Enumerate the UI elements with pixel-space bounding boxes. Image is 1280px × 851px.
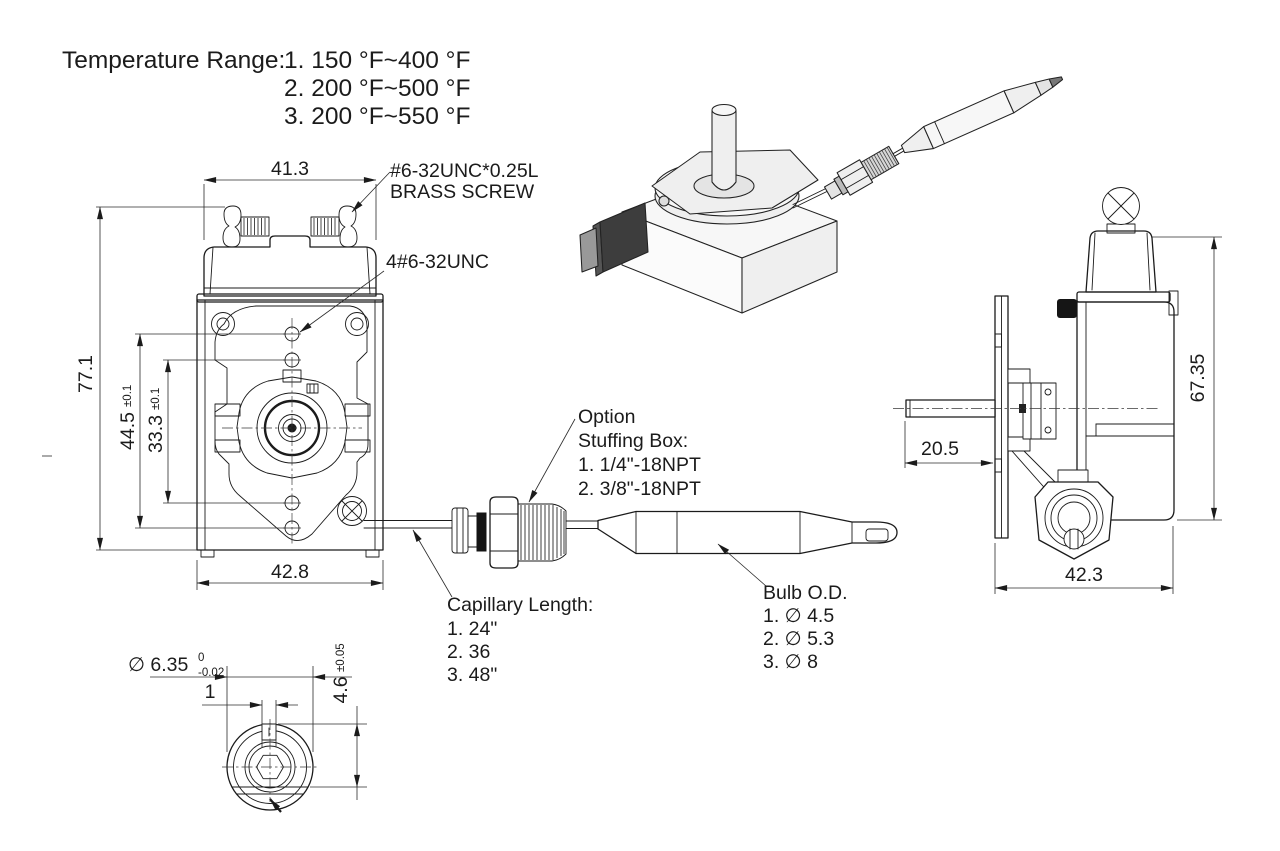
capillary-assembly xyxy=(363,496,898,569)
dimensions-layer: 41.3 77.1 44.5 ±0.1 33.3 ±0.1 42.8 xyxy=(42,158,1222,800)
svg-text:2. 3/8"-18NPT: 2. 3/8"-18NPT xyxy=(578,478,701,500)
capillary-length-note: Capillary Length: 1. 24" 2. 36 3. 48" xyxy=(447,594,593,686)
svg-text:±0.1: ±0.1 xyxy=(122,385,134,407)
temperature-range-item-2: 2. 200 °F~500 °F xyxy=(284,75,470,102)
temperature-range-item-1: 1. 150 °F~400 °F xyxy=(284,47,470,74)
side-terminal-block xyxy=(1085,230,1157,293)
svg-text:1. 1/4"-18NPT: 1. 1/4"-18NPT xyxy=(578,454,701,476)
isometric-view xyxy=(579,76,1064,314)
adjustment-stop xyxy=(1057,299,1077,318)
svg-text:1. 24": 1. 24" xyxy=(447,618,497,640)
svg-text:3. ∅ 8: 3. ∅ 8 xyxy=(763,651,818,673)
side-view xyxy=(893,187,1179,560)
terminal-block xyxy=(203,235,377,297)
dim-keyway-width: 1 xyxy=(205,681,216,703)
dim-shaft-flat: 4.6 ±0.05 xyxy=(330,643,352,703)
svg-text:2. 36: 2. 36 xyxy=(447,641,490,663)
shaft-center xyxy=(287,423,297,433)
dim-side-width: 42.3 xyxy=(1065,564,1103,586)
svg-text:3. 48": 3. 48" xyxy=(447,664,497,686)
dim-hole-span-inner: 33.3 ±0.1 xyxy=(145,388,167,453)
dim-body-width: 42.8 xyxy=(271,561,309,583)
dim-shaft-diameter: ∅ 6.35 xyxy=(128,654,189,676)
brass-screw-note-line2: BRASS SCREW xyxy=(390,181,535,203)
npt-threads xyxy=(517,503,567,562)
svg-text:Option: Option xyxy=(578,406,635,428)
capillary-coil-screw xyxy=(337,496,367,526)
mounting-holes-note: 4#6-32UNC xyxy=(386,251,489,273)
dim-shaft-diameter-tol-upper: 0 xyxy=(198,652,204,664)
brass-screw-note-line1: #6-32UNC*0.25L xyxy=(390,160,539,182)
dim-shaft-diameter-tol-lower: -0.02 xyxy=(198,667,224,679)
svg-text:Stuffing Box:: Stuffing Box: xyxy=(578,430,688,452)
temperature-range-label: Temperature Range: xyxy=(62,47,285,74)
svg-text:44.5: 44.5 xyxy=(117,412,139,450)
dim-side-height: 67.35 xyxy=(1187,353,1209,402)
dim-body-height: 77.1 xyxy=(75,355,97,393)
gland-ferrule xyxy=(476,512,487,552)
dim-hole-span-outer: 44.5 ±0.1 xyxy=(117,385,139,450)
svg-text:Capillary Length:: Capillary Length: xyxy=(447,594,593,616)
svg-text:2. ∅ 5.3: 2. ∅ 5.3 xyxy=(763,628,834,650)
stuffing-box-hex-nut xyxy=(489,496,519,569)
gland-washer xyxy=(451,507,469,554)
bulb-od-note: Bulb O.D. 1. ∅ 4.5 2. ∅ 5.3 3. ∅ 8 xyxy=(763,582,848,673)
stuffing-box-note: Option Stuffing Box: 1. 1/4"-18NPT 2. 3/… xyxy=(578,406,701,500)
iso-stuffing-box xyxy=(823,142,915,200)
temperature-range-item-3: 3. 200 °F~550 °F xyxy=(284,103,470,130)
dim-terminal-width: 41.3 xyxy=(271,158,309,180)
front-body-outline xyxy=(196,299,384,551)
iso-bulb xyxy=(900,76,1064,154)
shaft-bushing xyxy=(1007,368,1061,495)
iso-shaft xyxy=(711,104,737,191)
svg-text:±0.1: ±0.1 xyxy=(150,388,162,410)
dim-shaft-length: 20.5 xyxy=(921,438,959,460)
shaft-end-detail xyxy=(222,719,318,813)
front-view xyxy=(196,205,384,558)
annotation-texts: #6-32UNC*0.25L BRASS SCREW 4#6-32UNC Opt… xyxy=(386,160,848,686)
brass-screw-left xyxy=(222,205,270,248)
svg-text:33.3: 33.3 xyxy=(145,415,167,453)
side-capillary-gland xyxy=(1034,469,1114,560)
svg-text:1. ∅ 4.5: 1. ∅ 4.5 xyxy=(763,605,834,627)
side-top-screw xyxy=(1102,187,1140,234)
svg-text:±0.05: ±0.05 xyxy=(335,643,347,672)
sensing-bulb xyxy=(597,510,898,555)
svg-text:4.6: 4.6 xyxy=(330,676,352,703)
brass-screw-right xyxy=(310,205,358,248)
temperature-range-note: Temperature Range: 1. 150 °F~400 °F 2. 2… xyxy=(62,47,470,130)
svg-text:Bulb O.D.: Bulb O.D. xyxy=(763,582,848,604)
